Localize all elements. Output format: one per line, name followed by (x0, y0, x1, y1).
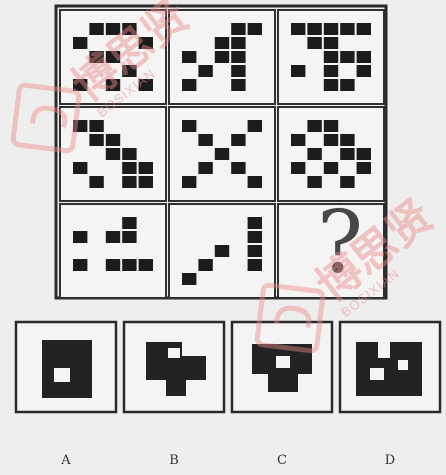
black-square (231, 79, 245, 91)
black-square (231, 162, 245, 174)
black-square (215, 37, 229, 49)
option-label: A (60, 453, 71, 468)
black-square (340, 79, 354, 91)
black-square (248, 217, 262, 229)
black-square (324, 134, 338, 146)
black-square (198, 65, 212, 77)
black-square (357, 23, 371, 35)
black-square (248, 259, 262, 271)
black-square (198, 259, 212, 271)
black-square (307, 148, 321, 160)
black-square (291, 134, 305, 146)
puzzle-cell-r3c1 (60, 204, 166, 298)
black-square (231, 51, 245, 63)
black-square (307, 120, 321, 132)
black-square (215, 51, 229, 63)
black-square (122, 148, 136, 160)
black-square (324, 37, 338, 49)
black-square (89, 120, 103, 132)
black-square (198, 162, 212, 174)
black-square (122, 162, 136, 174)
shape-hole (398, 360, 408, 370)
black-square (291, 23, 305, 35)
black-square (307, 23, 321, 35)
option-b[interactable]: B (124, 322, 224, 468)
black-square (340, 148, 354, 160)
black-square (340, 23, 354, 35)
black-square (248, 231, 262, 243)
option-label: C (277, 453, 287, 468)
black-square (89, 134, 103, 146)
black-square (182, 176, 196, 188)
black-square (122, 231, 136, 243)
black-square (291, 65, 305, 77)
black-square (340, 134, 354, 146)
black-square (231, 23, 245, 35)
option-a[interactable]: A (16, 322, 116, 468)
black-square (340, 51, 354, 63)
puzzle-cell-r1c3 (278, 10, 384, 104)
black-square (248, 120, 262, 132)
black-square (324, 23, 338, 35)
black-square (215, 245, 229, 257)
black-square (231, 65, 245, 77)
black-square (340, 176, 354, 188)
black-square (248, 23, 262, 35)
puzzle-cell-r3c2 (169, 204, 275, 298)
black-square (139, 176, 153, 188)
black-square (106, 259, 120, 271)
black-square (182, 273, 196, 285)
black-square (357, 148, 371, 160)
black-square (89, 176, 103, 188)
black-square (324, 120, 338, 132)
black-square (324, 162, 338, 174)
black-square (231, 37, 245, 49)
black-square (231, 134, 245, 146)
black-square (89, 23, 103, 35)
black-square (198, 134, 212, 146)
shape-hole (54, 368, 70, 382)
black-square (291, 162, 305, 174)
black-square (324, 51, 338, 63)
shape-hole (370, 368, 384, 380)
black-square (139, 259, 153, 271)
black-square (73, 162, 87, 174)
black-square (122, 259, 136, 271)
puzzle-cell-r2c2 (169, 107, 275, 201)
black-square (73, 259, 87, 271)
black-square (122, 176, 136, 188)
puzzle-cell-r2c3 (278, 107, 384, 201)
shape-hole (276, 356, 290, 368)
option-d[interactable]: D (340, 322, 440, 468)
black-square (106, 134, 120, 146)
black-square (182, 120, 196, 132)
option-label: D (385, 453, 395, 468)
black-square (307, 176, 321, 188)
black-square (139, 162, 153, 174)
black-square (182, 79, 196, 91)
black-square (215, 148, 229, 160)
black-square (122, 217, 136, 229)
black-square (106, 231, 120, 243)
black-square (357, 65, 371, 77)
black-square (73, 231, 87, 243)
black-square (73, 37, 87, 49)
black-square (357, 51, 371, 63)
option-label: B (169, 453, 179, 468)
black-square (307, 37, 321, 49)
black-square (324, 79, 338, 91)
cell-frame (60, 204, 166, 298)
black-square (357, 162, 371, 174)
black-square (106, 148, 120, 160)
black-square (248, 245, 262, 257)
answer-options: A B C D (16, 322, 440, 468)
black-square (324, 65, 338, 77)
black-square (248, 176, 262, 188)
black-square (182, 51, 196, 63)
shape-hole (168, 348, 180, 358)
